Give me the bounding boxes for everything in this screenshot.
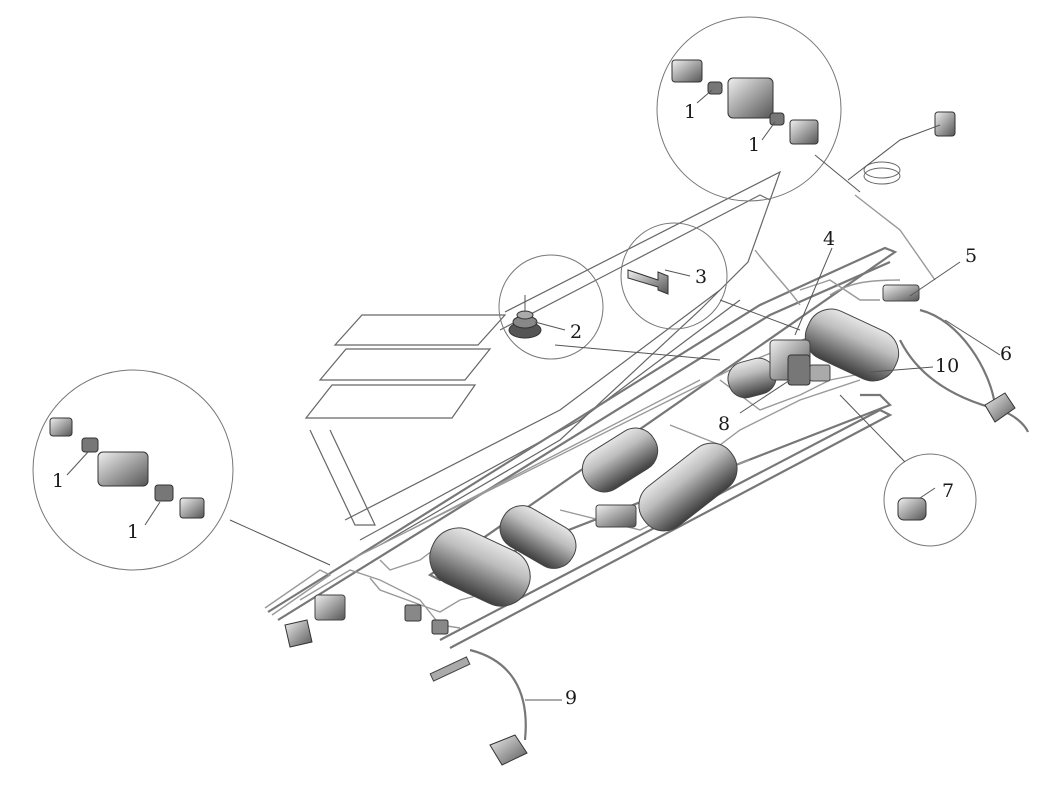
valve-body <box>727 77 774 119</box>
fitting <box>769 112 785 126</box>
callout-label: 2 <box>570 321 582 343</box>
valve-body <box>97 451 149 487</box>
valve-block <box>595 504 637 528</box>
air-tanks <box>429 308 900 607</box>
callout-label: 8 <box>718 413 730 435</box>
air-tank <box>581 427 659 493</box>
detail-circle-dome <box>498 254 721 361</box>
valve-block <box>431 619 449 635</box>
air-tank <box>638 442 738 532</box>
chassis-frame <box>264 246 898 649</box>
air-tank <box>429 527 531 607</box>
coil-spring <box>863 167 901 185</box>
air-tank <box>499 505 577 569</box>
bushing-part <box>897 497 927 521</box>
brake-chamber <box>284 619 313 648</box>
connector-part <box>179 497 205 519</box>
fitting <box>81 437 99 453</box>
coil-spring <box>863 161 901 179</box>
valve-block <box>404 604 422 622</box>
detail-circle-mid <box>620 222 801 331</box>
callout-label: 1 <box>127 521 139 543</box>
hose-lines <box>469 249 1030 741</box>
connector-part <box>789 119 819 145</box>
callout-label: 3 <box>695 266 707 288</box>
connector-part <box>49 417 73 437</box>
detail-circle-small <box>839 394 977 547</box>
callout-labels: 1 1 1 1 2 3 4 5 6 7 8 9 10 <box>52 101 1012 709</box>
callout-label: 9 <box>565 687 577 709</box>
valve-block <box>787 354 811 386</box>
bracket <box>429 656 471 682</box>
callout-label: 4 <box>823 228 835 250</box>
tee-fitting <box>627 269 669 295</box>
top-bracket <box>934 111 956 137</box>
callout-label: 10 <box>935 355 959 377</box>
detail-circle-top-right <box>656 16 861 202</box>
connector-part <box>671 59 703 83</box>
valve-components <box>284 111 1016 766</box>
valve-block <box>882 284 920 302</box>
air-tank <box>804 308 900 382</box>
detail-circle-left <box>32 369 331 571</box>
callout-label: 5 <box>965 245 977 267</box>
cab-outline <box>304 170 782 546</box>
callout-label: 7 <box>942 480 954 502</box>
callout-label: 1 <box>52 470 64 492</box>
callout-label: 1 <box>684 101 696 123</box>
valve-block <box>314 594 346 621</box>
fitting <box>154 484 174 502</box>
valve-block <box>809 364 831 382</box>
callout-label: 6 <box>1000 343 1012 365</box>
brake-chamber <box>984 392 1016 423</box>
valve-dome <box>516 310 534 320</box>
brake-chamber <box>489 734 528 766</box>
leader-lines <box>525 247 1001 701</box>
callout-label: 1 <box>748 134 760 156</box>
